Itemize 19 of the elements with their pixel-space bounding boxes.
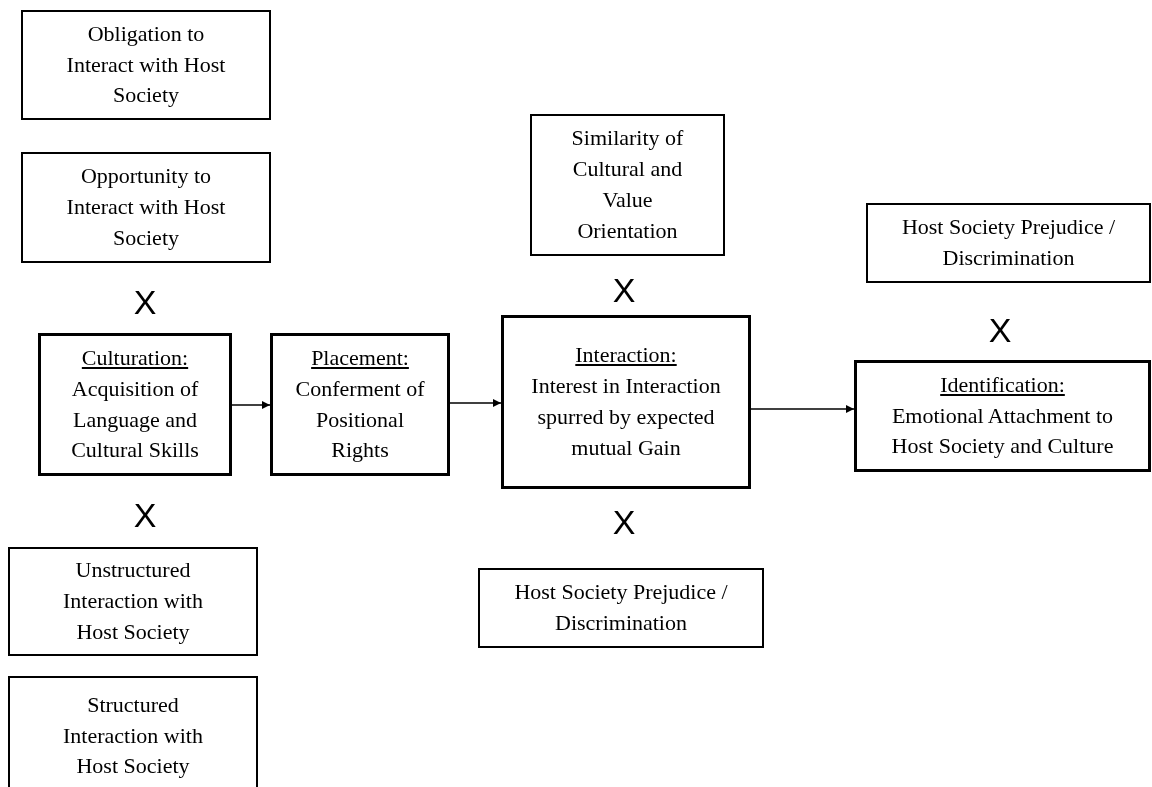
interaction-symbol: X	[988, 313, 1012, 347]
arrow	[449, 399, 502, 407]
interaction-symbol: X	[612, 273, 636, 307]
factor-box: Opportunity to Interact with Host Society	[21, 152, 271, 263]
factor-box: Similarity of Cultural and Value Orientation	[530, 114, 725, 256]
stage-box: Placement: Conferment of Positional Rights	[270, 333, 450, 476]
stage-box: Culturation: Acquisition of Language and Cultural Skills	[38, 333, 232, 476]
stage-box: Interaction: Interest in Interaction spurred by expected mutual Gain	[501, 315, 751, 489]
factor-box: Structured Interaction with Host Society	[8, 676, 258, 787]
arrow	[750, 405, 855, 413]
interaction-symbol: X	[133, 498, 157, 532]
factor-box: Host Society Prejudice / Discrimination	[478, 568, 764, 648]
factor-box: Obligation to Interact with Host Society	[21, 10, 271, 120]
interaction-symbol: X	[133, 285, 157, 319]
factor-box: Unstructured Interaction with Host Society	[8, 547, 258, 656]
stage-box: Identification: Emotional Attachment to Host Society and Culture	[854, 360, 1151, 472]
factor-box: Host Society Prejudice / Discrimination	[866, 203, 1151, 283]
arrow	[231, 401, 271, 409]
interaction-symbol: X	[612, 505, 636, 539]
